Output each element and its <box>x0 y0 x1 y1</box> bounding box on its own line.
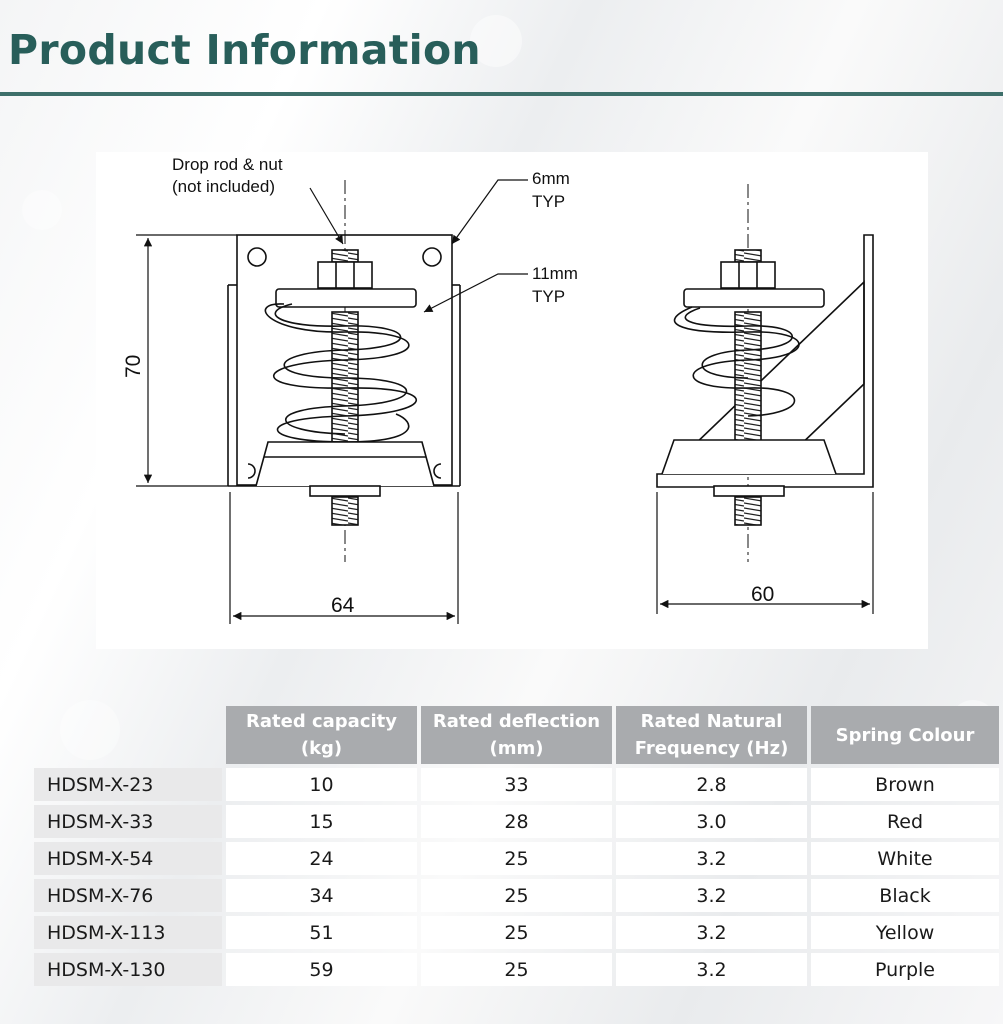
dimension-side-width-label: 60 <box>751 583 774 606</box>
front-view <box>227 180 461 562</box>
header-capacity: Rated capacity(kg) <box>226 706 417 764</box>
dimension-lines <box>136 179 874 624</box>
cell-capacity: 10 <box>226 768 417 801</box>
cell-frequency: 3.2 <box>616 842 807 875</box>
table-row: HDSM-X-23 10 33 2.8 Brown <box>34 768 999 801</box>
callout-6mm-line2: TYP <box>532 192 565 211</box>
cell-model: HDSM-X-113 <box>34 916 222 949</box>
spring-mount-drawing: Drop rod & nut (not included) 6mm TYP 11… <box>122 155 874 624</box>
background-bokeh <box>470 15 522 67</box>
table-row: HDSM-X-130 59 25 3.2 Purple <box>34 953 999 986</box>
drawing-annotations: Drop rod & nut (not included) 6mm TYP 11… <box>122 155 774 617</box>
page-title: Product Information <box>8 26 481 74</box>
cell-deflection: 33 <box>421 768 612 801</box>
cell-model: HDSM-X-54 <box>34 842 222 875</box>
dimension-height-label: 70 <box>122 355 145 378</box>
title-divider <box>0 92 1003 96</box>
cell-deflection: 25 <box>421 879 612 912</box>
technical-drawing: Drop rod & nut (not included) 6mm TYP 11… <box>96 152 928 649</box>
cell-colour: Yellow <box>811 916 999 949</box>
header-deflection: Rated deflection(mm) <box>421 706 612 764</box>
cell-frequency: 2.8 <box>616 768 807 801</box>
table-row: HDSM-X-33 15 28 3.0 Red <box>34 805 999 838</box>
callout-rod-line1: Drop rod & nut <box>172 155 283 174</box>
cell-deflection: 25 <box>421 916 612 949</box>
table-row: HDSM-X-54 24 25 3.2 White <box>34 842 999 875</box>
cell-capacity: 15 <box>226 805 417 838</box>
cell-deflection: 25 <box>421 953 612 986</box>
cell-model: HDSM-X-23 <box>34 768 222 801</box>
spec-table: Rated capacity(kg) Rated deflection(mm) … <box>30 702 1003 990</box>
cell-capacity: 59 <box>226 953 417 986</box>
cell-capacity: 24 <box>226 842 417 875</box>
callout-6mm-line1: 6mm <box>532 169 570 188</box>
cell-capacity: 51 <box>226 916 417 949</box>
table-row: HDSM-X-76 34 25 3.2 Black <box>34 879 999 912</box>
cell-colour: Black <box>811 879 999 912</box>
header-blank <box>34 706 222 764</box>
cell-colour: Red <box>811 805 999 838</box>
callout-rod-line2: (not included) <box>172 177 275 196</box>
cell-model: HDSM-X-76 <box>34 879 222 912</box>
cell-deflection: 25 <box>421 842 612 875</box>
cell-model: HDSM-X-130 <box>34 953 222 986</box>
header-spring-colour: Spring Colour <box>811 706 999 764</box>
cell-colour: Brown <box>811 768 999 801</box>
callout-11mm-line2: TYP <box>532 287 565 306</box>
cell-frequency: 3.2 <box>616 879 807 912</box>
cell-deflection: 28 <box>421 805 612 838</box>
side-view <box>656 184 874 562</box>
cell-frequency: 3.2 <box>616 916 807 949</box>
cell-colour: Purple <box>811 953 999 986</box>
table-header-row: Rated capacity(kg) Rated deflection(mm) … <box>34 706 999 764</box>
cell-frequency: 3.2 <box>616 953 807 986</box>
background-bokeh <box>22 190 62 230</box>
callout-11mm-line1: 11mm <box>532 264 578 283</box>
dimension-front-width-label: 64 <box>331 594 355 617</box>
table-row: HDSM-X-113 51 25 3.2 Yellow <box>34 916 999 949</box>
cell-colour: White <box>811 842 999 875</box>
cell-capacity: 34 <box>226 879 417 912</box>
cell-frequency: 3.0 <box>616 805 807 838</box>
background-bokeh <box>60 700 120 760</box>
cell-model: HDSM-X-33 <box>34 805 222 838</box>
